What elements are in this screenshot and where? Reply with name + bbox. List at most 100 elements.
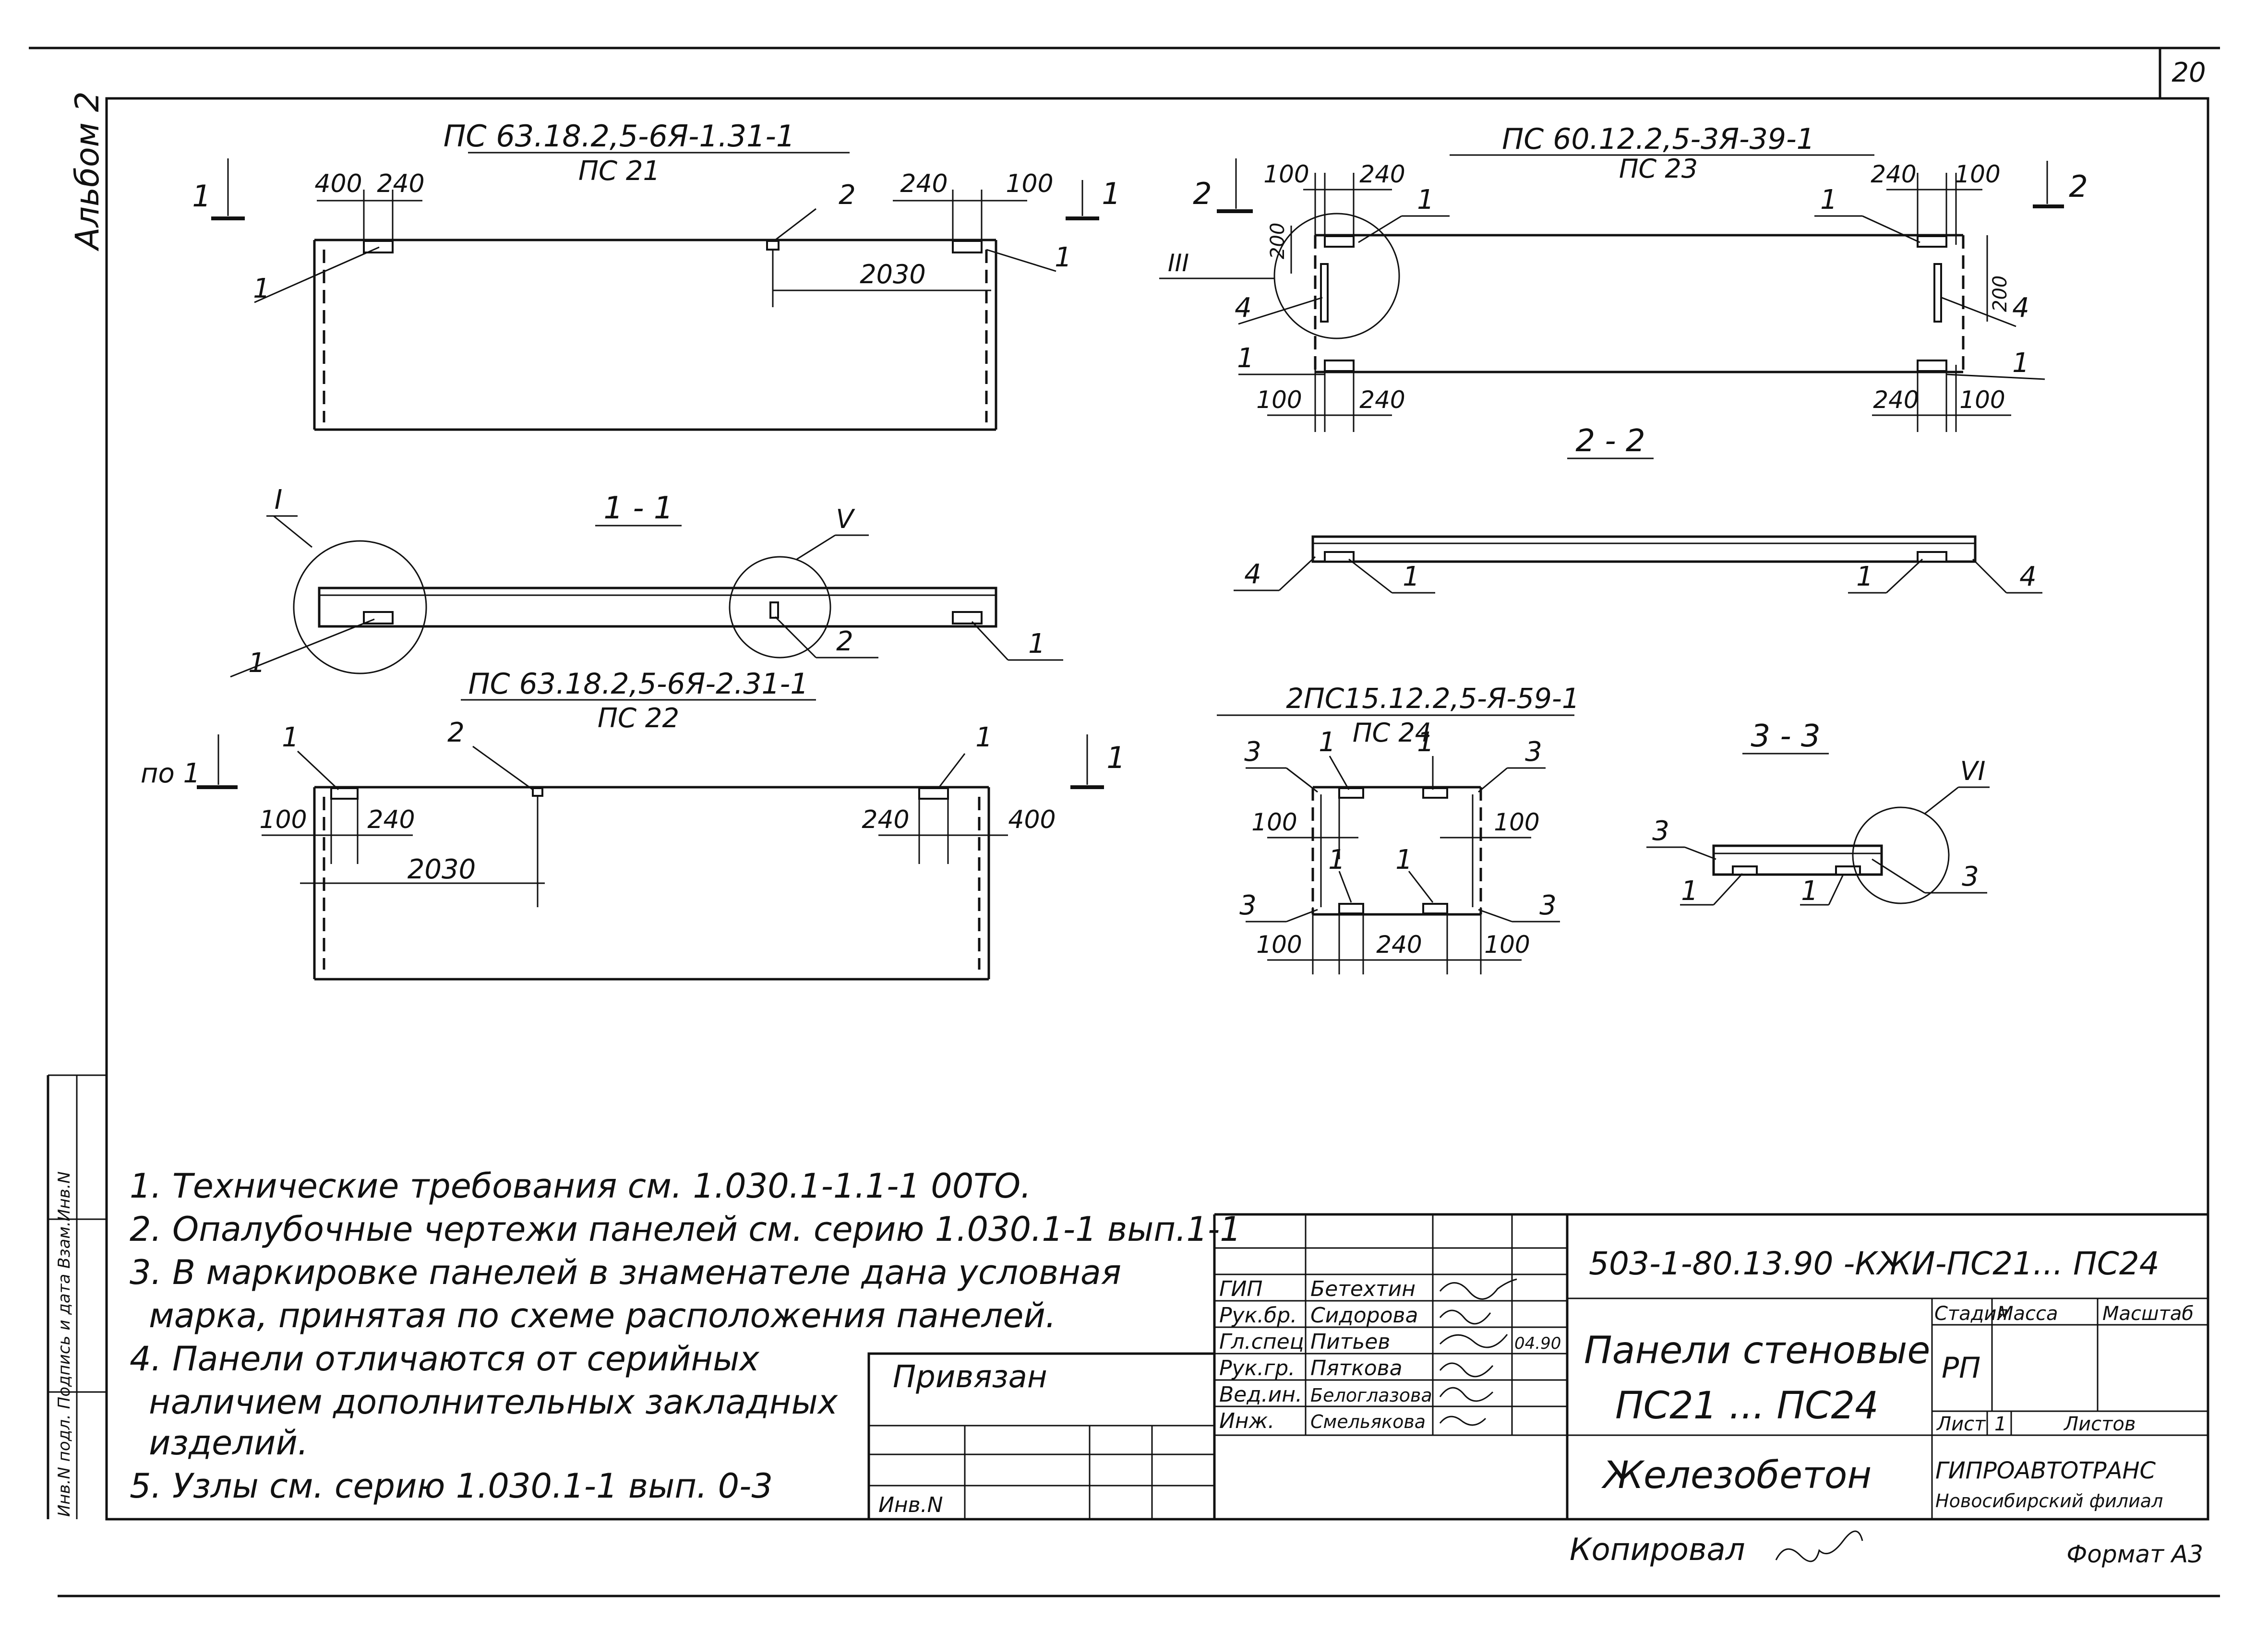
note-line: наличием дополнительных закладных [149, 1382, 838, 1422]
section-3-3: 3 - 3 VI 3 1 1 3 [1646, 719, 1990, 907]
dim-100: 100 [259, 805, 307, 834]
detail-circle-III [1273, 213, 1400, 339]
dim-100: 100 [1256, 386, 1302, 414]
embedded-part [1324, 360, 1355, 372]
material: Железобетон [1601, 1454, 1872, 1497]
section-title: 1 - 1 [603, 491, 673, 526]
signer-name: Питьев [1310, 1330, 1390, 1354]
dim-240: 240 [1873, 386, 1919, 414]
leader [273, 515, 312, 548]
embedded-part [1917, 235, 1947, 248]
signature [1439, 1416, 1487, 1426]
callout: 3 [1244, 736, 1261, 768]
note-line: 5. Узлы см. серию 1.030.1-1 вып. 0-3 [130, 1466, 773, 1506]
doc-code: 503-1-80.13.90 -КЖИ-ПС21... ПС24 [1589, 1245, 2160, 1282]
callout: 1 [1681, 876, 1698, 907]
dim-200: 200 [1989, 276, 2011, 312]
section-label: 2 [2069, 169, 2088, 204]
embedded-part [330, 787, 359, 800]
dim-240: 240 [1359, 386, 1405, 414]
signature [1439, 1309, 1491, 1325]
signer-name: Белоглазова [1310, 1385, 1432, 1406]
callout: 1 [1820, 184, 1837, 216]
callout: 1 [248, 648, 265, 679]
section-label: 2 [1193, 176, 1212, 211]
dim-240: 240 [900, 169, 948, 198]
notes-block: 1. Технические требования см. 1.030.1-1.… [130, 1166, 1241, 1506]
inv-label: Инв.N [878, 1493, 943, 1517]
signer-role: Инж. [1219, 1409, 1274, 1433]
signer-name: Смельякова [1310, 1411, 1426, 1432]
dim-100: 100 [1251, 808, 1297, 836]
embedded-part [1422, 903, 1448, 914]
detail-circle-V [729, 556, 831, 659]
callout: 1 [1417, 727, 1434, 758]
callout: 3 [1539, 890, 1557, 921]
callout: 3 [1652, 816, 1669, 847]
dim-100: 100 [1256, 931, 1302, 959]
dim-100: 100 [1959, 386, 2005, 414]
callout: 1 [1319, 727, 1336, 758]
callout: 3 [1525, 736, 1542, 768]
dim-240: 240 [1871, 160, 1916, 188]
dim-2030: 2030 [860, 259, 925, 289]
sheets-label: Листов [2063, 1413, 2136, 1435]
callout: 4 [2012, 292, 2029, 324]
binding-box: Привязан Инв.N [867, 1352, 1216, 1521]
embedded-part [766, 240, 780, 251]
callout: 1 [1395, 844, 1413, 876]
dim-100: 100 [1006, 169, 1053, 198]
embedded-part [1917, 360, 1947, 372]
callout: 1 [975, 722, 993, 753]
side-stamp-text: Инв.N подл. Подпись и дата Взам.Инв.N [55, 1171, 74, 1517]
signer-role: Вед.ин. [1219, 1382, 1302, 1407]
leader [1278, 556, 1316, 591]
callout: 1 [1237, 343, 1254, 374]
section-label: 1 [1102, 176, 1120, 211]
binding-label: Привязан [893, 1359, 1047, 1395]
embedded-part [1338, 787, 1364, 799]
leader [1972, 558, 2007, 594]
dim-2030: 2030 [408, 854, 476, 885]
embedded-part [1732, 865, 1758, 876]
dim-100: 100 [1484, 931, 1530, 959]
dim-200: 200 [1267, 223, 1289, 259]
ps24-title: 2ПС15.12.2,5-Я-59-1 [1286, 682, 1580, 715]
embedded-part [1933, 263, 1942, 323]
callout: 2 [836, 626, 853, 657]
leader [1329, 756, 1350, 790]
doc-name: Панели стеновые [1584, 1329, 1930, 1372]
embedded-part [1338, 903, 1364, 914]
embedded-part [363, 240, 394, 253]
sheet-label: Лист [1936, 1413, 1986, 1435]
embedded-part [952, 240, 983, 253]
leader [1478, 909, 1512, 923]
detail-circle-VI [1852, 806, 1950, 904]
leader [937, 753, 966, 789]
signer-name: Бетехтин [1310, 1277, 1416, 1301]
mass-header: Масса [1997, 1303, 2058, 1325]
callout: 1 [2012, 348, 2029, 379]
section-label: 1 [192, 179, 211, 214]
signer-name: Пяткова [1310, 1356, 1403, 1380]
leader [1941, 297, 2016, 327]
scale-header: Масштаб [2102, 1303, 2194, 1325]
leader [1862, 215, 1920, 243]
node-label: V [836, 504, 856, 534]
callout: 2 [447, 717, 465, 748]
leader [1828, 874, 1844, 905]
signer-role: Рук.бр. [1219, 1303, 1297, 1328]
signer-role: ГИП [1219, 1277, 1263, 1301]
page-number: 20 [2172, 57, 2206, 88]
leader [1924, 786, 1959, 815]
dim-240: 240 [1376, 931, 1422, 959]
dim-100: 100 [1263, 160, 1309, 188]
signer-role: Гл.спец [1219, 1330, 1304, 1354]
callout: 4 [2019, 561, 2037, 592]
section-title: 3 - 3 [1751, 719, 1820, 754]
ps23-subtitle: ПС 23 [1619, 154, 1698, 184]
copier-signature [1775, 1530, 1863, 1562]
embedded-part [1320, 263, 1329, 323]
stage-header: Стадия [1934, 1303, 2008, 1325]
leader [775, 208, 816, 241]
